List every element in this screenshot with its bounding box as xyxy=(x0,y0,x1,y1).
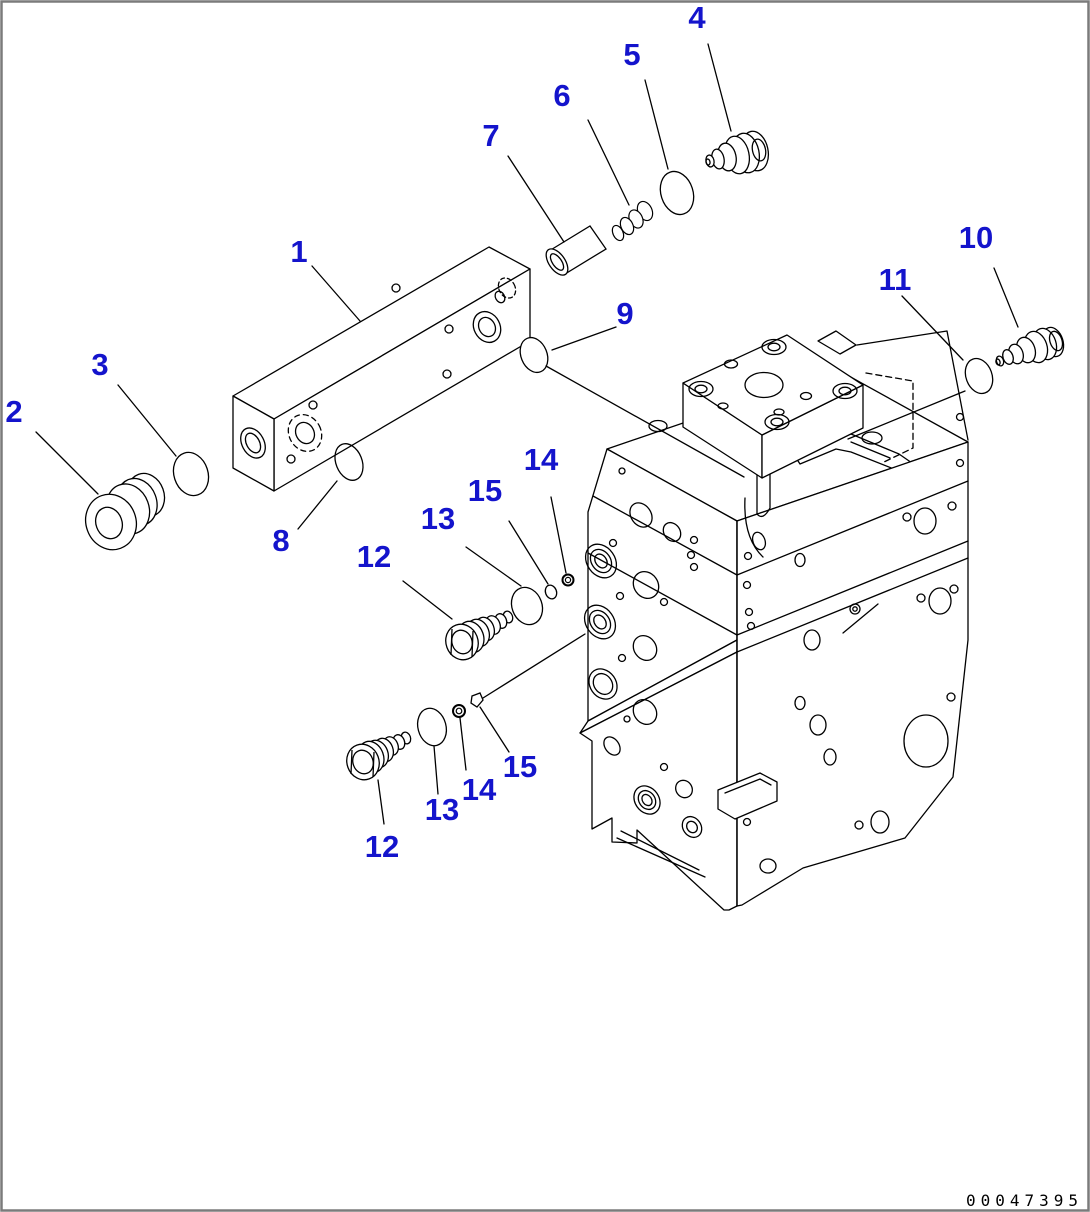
part-14-ring-upper xyxy=(561,573,575,587)
callout-11: 11 xyxy=(879,262,912,297)
part-14-ring-lower xyxy=(452,704,466,718)
part-12-plug-lower xyxy=(346,731,412,781)
part-9-o-ring xyxy=(519,336,549,374)
leader-9 xyxy=(545,326,745,478)
part-15-ring-upper xyxy=(544,584,558,600)
part-11-o-ring xyxy=(964,357,994,395)
main-valve-block xyxy=(579,330,969,911)
block-left-face-ports xyxy=(583,467,703,839)
leader-3 xyxy=(117,384,177,457)
leader-14-upper xyxy=(550,496,567,574)
leader-15-upper xyxy=(508,520,549,585)
leader-lines xyxy=(35,43,1019,825)
part-13-o-ring-lower xyxy=(416,707,448,747)
part-12-plug-upper xyxy=(445,610,514,661)
callout-5: 5 xyxy=(623,37,640,72)
leader-4 xyxy=(707,43,732,132)
part-6-spring xyxy=(611,200,654,242)
part-5-o-ring xyxy=(659,170,695,216)
part-10-valve-plug xyxy=(995,326,1065,367)
callout-12-lower: 12 xyxy=(365,829,399,864)
leader-2 xyxy=(35,431,99,495)
callout-2: 2 xyxy=(5,394,22,429)
leader-15-lower xyxy=(479,706,510,753)
part-13-o-ring-upper xyxy=(510,586,544,626)
assembly-axis-line xyxy=(482,633,586,699)
leader-8 xyxy=(297,480,338,530)
block-fork-detail xyxy=(744,463,771,558)
callout-14-upper: 14 xyxy=(524,442,559,477)
part-1-end-plate xyxy=(232,246,531,492)
leader-5 xyxy=(644,79,669,170)
part-3-o-ring xyxy=(172,451,210,497)
hidden-edge-lines xyxy=(865,372,914,463)
leader-12-lower xyxy=(377,779,385,825)
callout-1: 1 xyxy=(290,234,307,269)
callout-7: 7 xyxy=(482,118,499,153)
callout-3: 3 xyxy=(91,347,108,382)
callout-15-upper: 15 xyxy=(468,473,502,508)
callout-13-lower: 13 xyxy=(425,792,459,827)
callout-12-upper: 12 xyxy=(357,539,391,574)
callout-9: 9 xyxy=(616,296,633,331)
callout-4: 4 xyxy=(688,0,706,35)
leader-13-upper xyxy=(465,546,522,587)
doc-number: 00047395 xyxy=(966,1191,1083,1210)
callout-15-lower: 15 xyxy=(503,749,537,784)
callout-10: 10 xyxy=(959,220,993,255)
part-15-ring-lower xyxy=(470,692,484,708)
leader-1 xyxy=(311,265,361,322)
callout-labels: 1 2 3 4 5 6 7 8 9 10 11 12 13 14 15 12 1… xyxy=(5,0,993,864)
leader-14-lower xyxy=(459,717,467,771)
callout-8: 8 xyxy=(272,523,289,558)
callout-13-upper: 13 xyxy=(421,501,455,536)
block-right-face-ports xyxy=(717,412,965,874)
callout-14-lower: 14 xyxy=(462,772,497,807)
block-top-cap xyxy=(682,330,864,479)
leader-12-upper xyxy=(402,580,453,620)
leader-10 xyxy=(993,267,1019,328)
leader-11 xyxy=(847,295,966,440)
part-4-plug xyxy=(705,130,770,175)
leader-7 xyxy=(507,155,565,243)
part-7-sleeve xyxy=(545,225,607,276)
leader-13-lower xyxy=(433,745,439,795)
part-8-o-ring xyxy=(334,443,364,481)
part-2-plug xyxy=(84,472,166,551)
callout-6: 6 xyxy=(553,78,570,113)
leader-6 xyxy=(587,119,630,206)
